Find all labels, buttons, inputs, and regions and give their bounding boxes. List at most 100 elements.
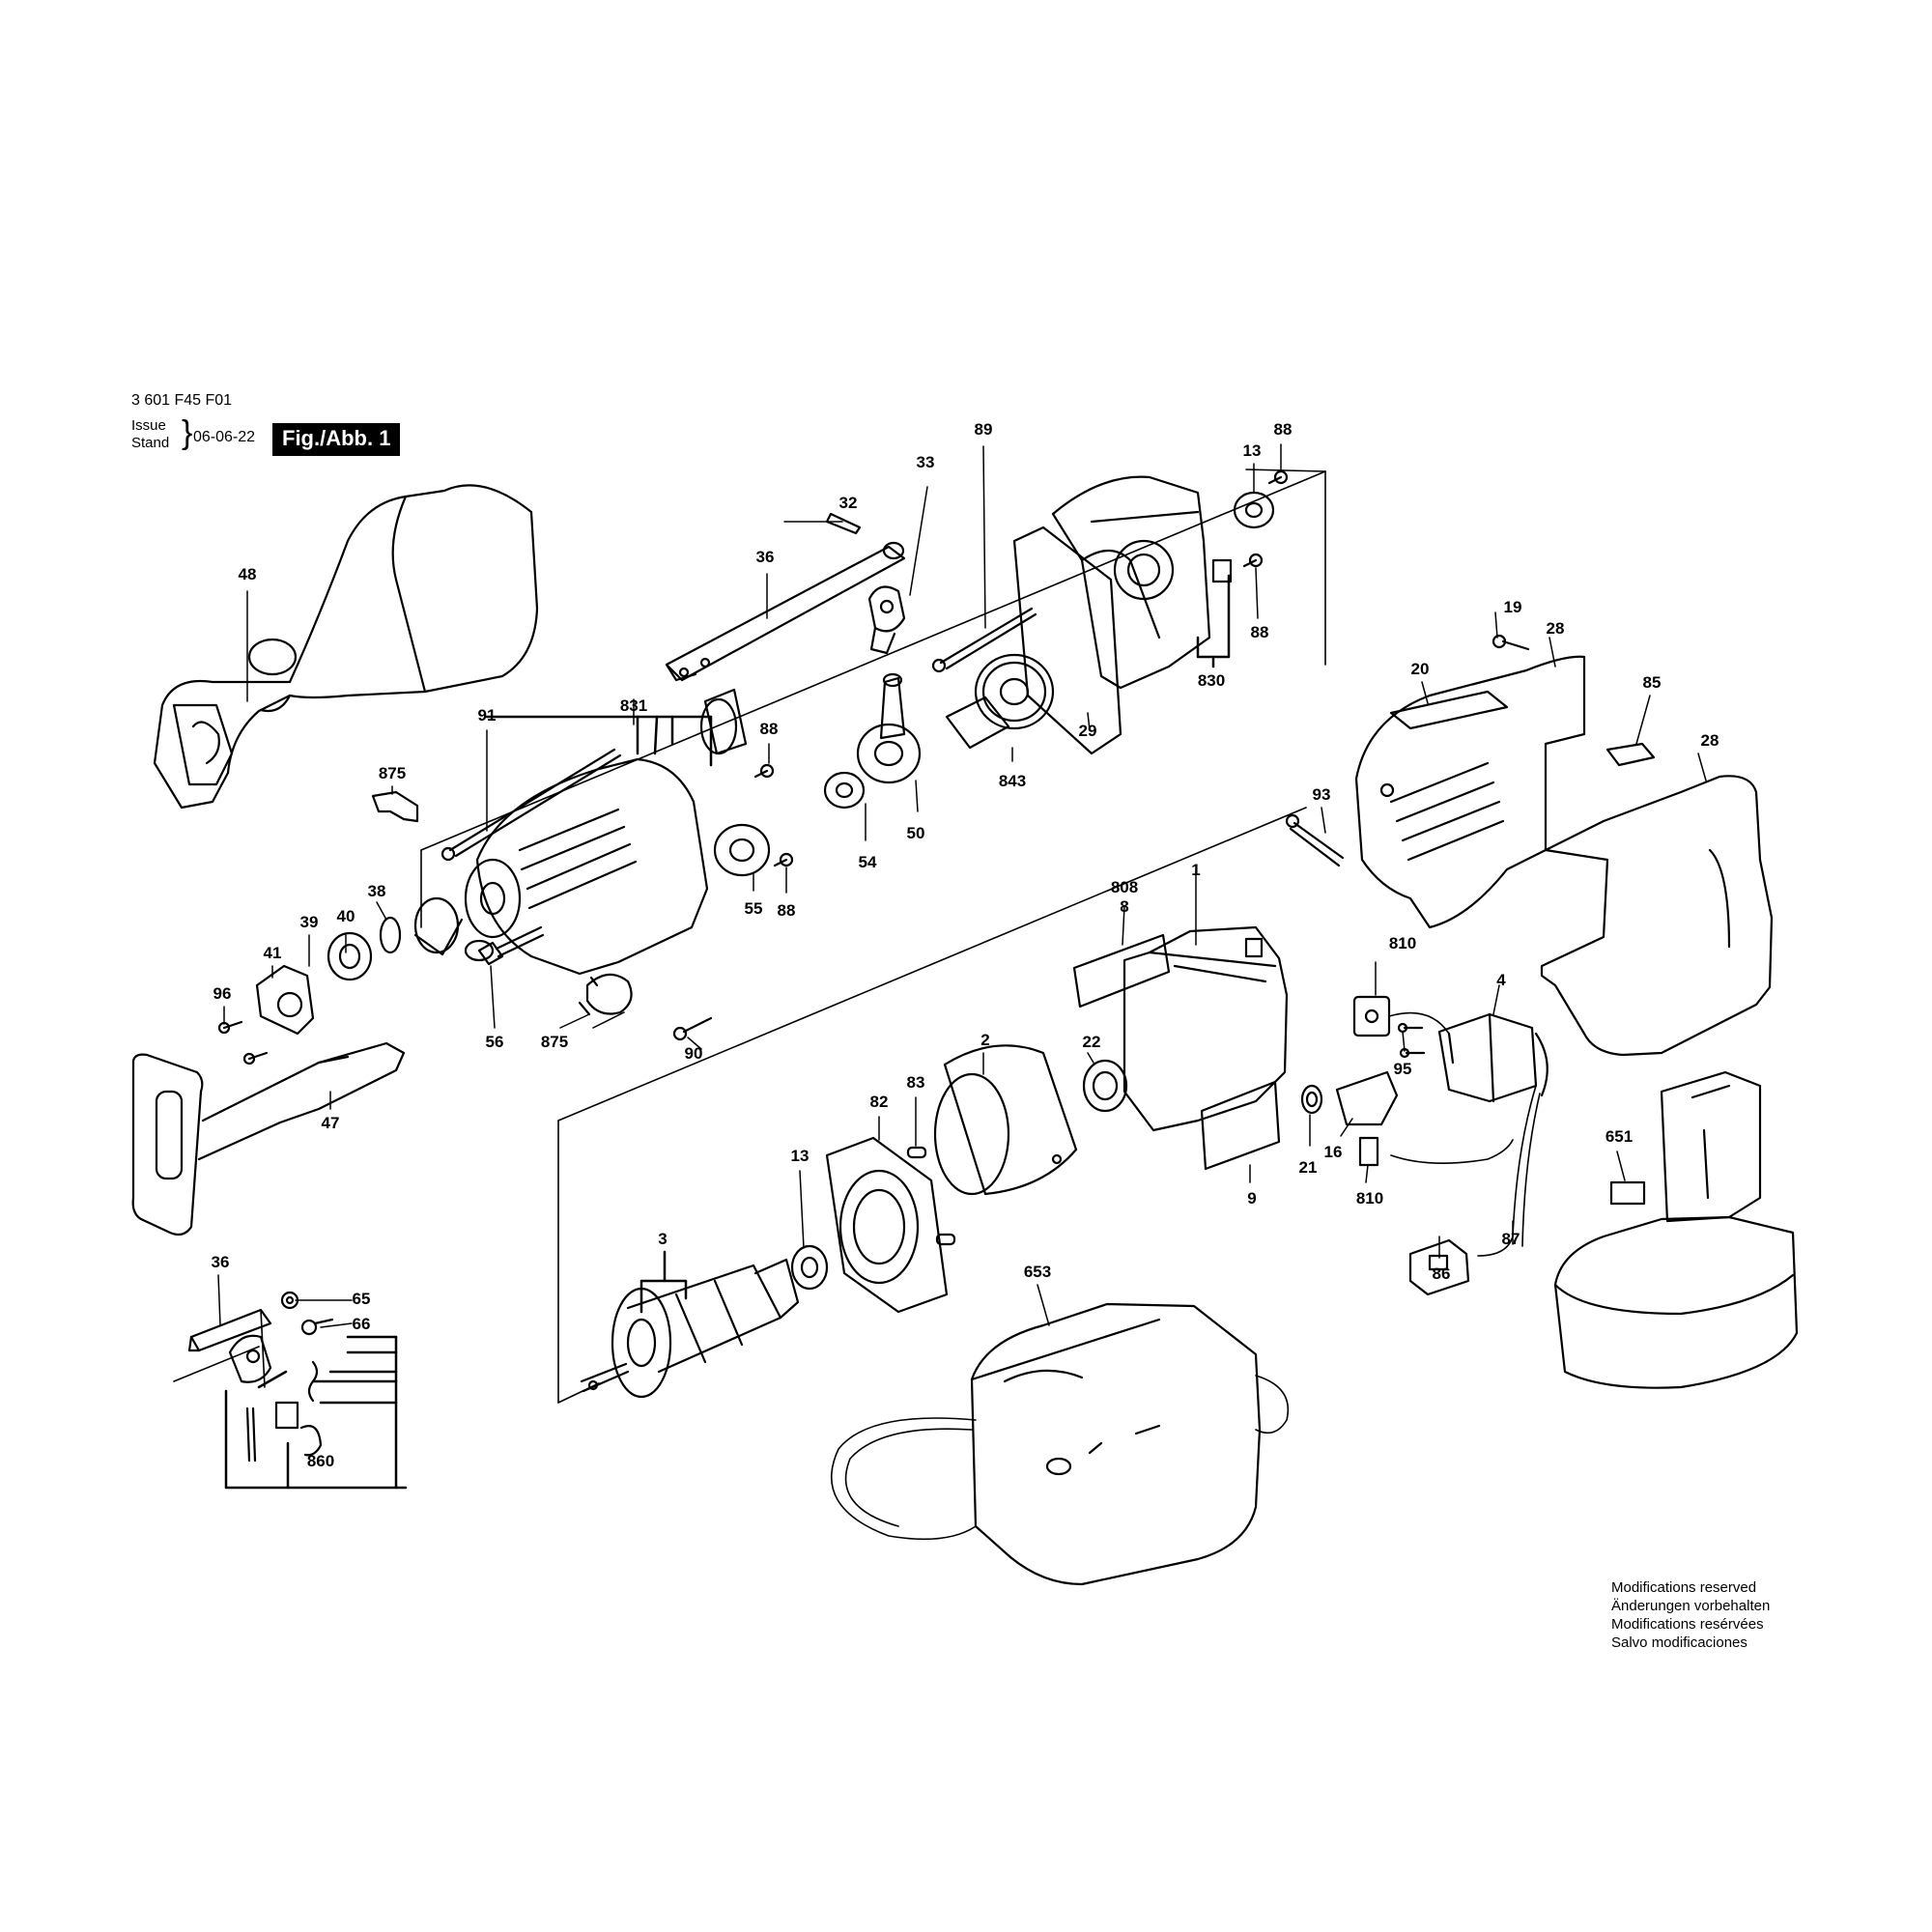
brace-glyph: }: [182, 414, 193, 451]
part-831-gearbox: [464, 688, 748, 976]
document-number: 3 601 F45 F01: [131, 392, 233, 409]
part-9-label: [1200, 1080, 1281, 1171]
callout-89: 89: [975, 420, 993, 439]
callout-843: 843: [999, 772, 1026, 790]
part-875-clip-bottom: [578, 973, 633, 1016]
callout-860: 860: [307, 1452, 334, 1470]
part-651-battery: [1553, 1070, 1799, 1389]
callout-830: 830: [1198, 671, 1225, 690]
part-88-screws: [753, 469, 1289, 867]
part-95-screws: [1397, 1022, 1426, 1059]
callout-86: 86: [1433, 1264, 1451, 1283]
callout-808: 808: [1111, 878, 1138, 896]
callout-88: 88: [1251, 623, 1269, 641]
part-29-gasket: [1012, 526, 1122, 755]
part-41-plate: [255, 964, 315, 1036]
callout-831: 831: [620, 696, 647, 715]
modifications-fr: Modifications resérvées: [1611, 1616, 1764, 1633]
callout-38: 38: [368, 882, 386, 900]
callout-54: 54: [859, 853, 877, 871]
part-47-clamp: [131, 1041, 406, 1236]
callout-65: 65: [353, 1290, 371, 1308]
part-85-clip: [1605, 742, 1656, 767]
part-54-bearing: [823, 771, 866, 810]
callout-21: 21: [1299, 1158, 1318, 1177]
charger-cord: [830, 1375, 1289, 1541]
callout-875: 875: [541, 1033, 568, 1051]
callout-96: 96: [213, 984, 232, 1003]
bracket-3: [639, 1250, 688, 1314]
modifications-en: Modifications reserved: [1611, 1579, 1757, 1596]
part-32-pin: [825, 512, 862, 535]
issue-stand-label: Issue Stand: [131, 417, 169, 452]
callout-56: 56: [486, 1033, 504, 1051]
part-810-brush: [1358, 1136, 1379, 1167]
part-875-clip-top: [371, 790, 419, 823]
callout-16: 16: [1324, 1143, 1343, 1161]
callout-50: 50: [907, 824, 925, 842]
part-36-shaft-lower: [187, 1308, 272, 1352]
gear-housing: [1051, 475, 1211, 690]
callout-810: 810: [1356, 1189, 1383, 1208]
callout-85: 85: [1643, 673, 1662, 692]
part-56-bolt: [477, 925, 545, 966]
part-38-sleeve: [413, 896, 464, 956]
leader-lines: [217, 443, 1707, 1328]
callout-40: 40: [337, 907, 355, 925]
callout-88: 88: [778, 901, 796, 920]
part-82-end-plate: [825, 1136, 949, 1314]
issue-date: 06-06-22: [193, 429, 256, 445]
part-810-brush-holder: [1352, 995, 1391, 1037]
part-48-boot: [153, 484, 539, 810]
callout-66: 66: [353, 1315, 371, 1333]
part-39-bushing: [327, 931, 373, 981]
callout-47: 47: [322, 1114, 340, 1132]
part-19-screw: [1492, 634, 1530, 651]
part-83-pins: [906, 1146, 956, 1246]
bracket-830: [1196, 574, 1231, 668]
part-91-screw: [440, 748, 622, 862]
part-33-block: [867, 585, 906, 655]
callout-36: 36: [756, 548, 775, 566]
part-16-bracket: [1335, 1070, 1399, 1126]
callout-95: 95: [1394, 1060, 1412, 1078]
callout-4: 4: [1496, 971, 1506, 989]
callout-22: 22: [1083, 1033, 1101, 1051]
part-20-label: [1389, 690, 1509, 730]
issue-label: Issue: [131, 417, 166, 434]
callout-9: 9: [1247, 1189, 1256, 1208]
stand-label: Stand: [131, 435, 170, 451]
part-653-charger: [970, 1302, 1262, 1586]
callout-875: 875: [379, 764, 406, 782]
callout-82: 82: [870, 1093, 889, 1111]
part-21-spring: [1300, 1084, 1323, 1115]
part-40-ring: [379, 916, 402, 954]
callout-90: 90: [685, 1044, 703, 1063]
callout-2: 2: [980, 1031, 989, 1049]
callout-28: 28: [1547, 619, 1565, 638]
part-13-bearing-lower: [790, 1244, 829, 1291]
part-22-bearing: [1082, 1059, 1128, 1113]
callout-651: 651: [1605, 1127, 1633, 1146]
callout-653: 653: [1024, 1263, 1051, 1281]
wires: [1388, 1011, 1541, 1257]
modifications-notice: Modifications reserved Änderungen vorbeh…: [1611, 1578, 1770, 1652]
part-66-screw: [300, 1318, 334, 1336]
callout-19: 19: [1504, 598, 1522, 616]
callout-33: 33: [917, 453, 935, 471]
part-1-motor-housing: [1122, 925, 1289, 1132]
part-36-shaft: [665, 541, 906, 682]
part-860-block: [228, 1334, 272, 1383]
bracket-860: [224, 1335, 408, 1490]
callout-91: 91: [478, 706, 497, 724]
part-830-bushing: [1211, 558, 1233, 583]
callout-13: 13: [1243, 441, 1262, 460]
part-28-housing-right: [1540, 775, 1774, 1057]
callout-3: 3: [658, 1230, 667, 1248]
frame-lines: [420, 469, 1326, 1404]
callout-36: 36: [212, 1253, 230, 1271]
bracket-831: [485, 715, 713, 767]
callout-29: 29: [1079, 722, 1097, 740]
callout-83: 83: [907, 1073, 925, 1092]
